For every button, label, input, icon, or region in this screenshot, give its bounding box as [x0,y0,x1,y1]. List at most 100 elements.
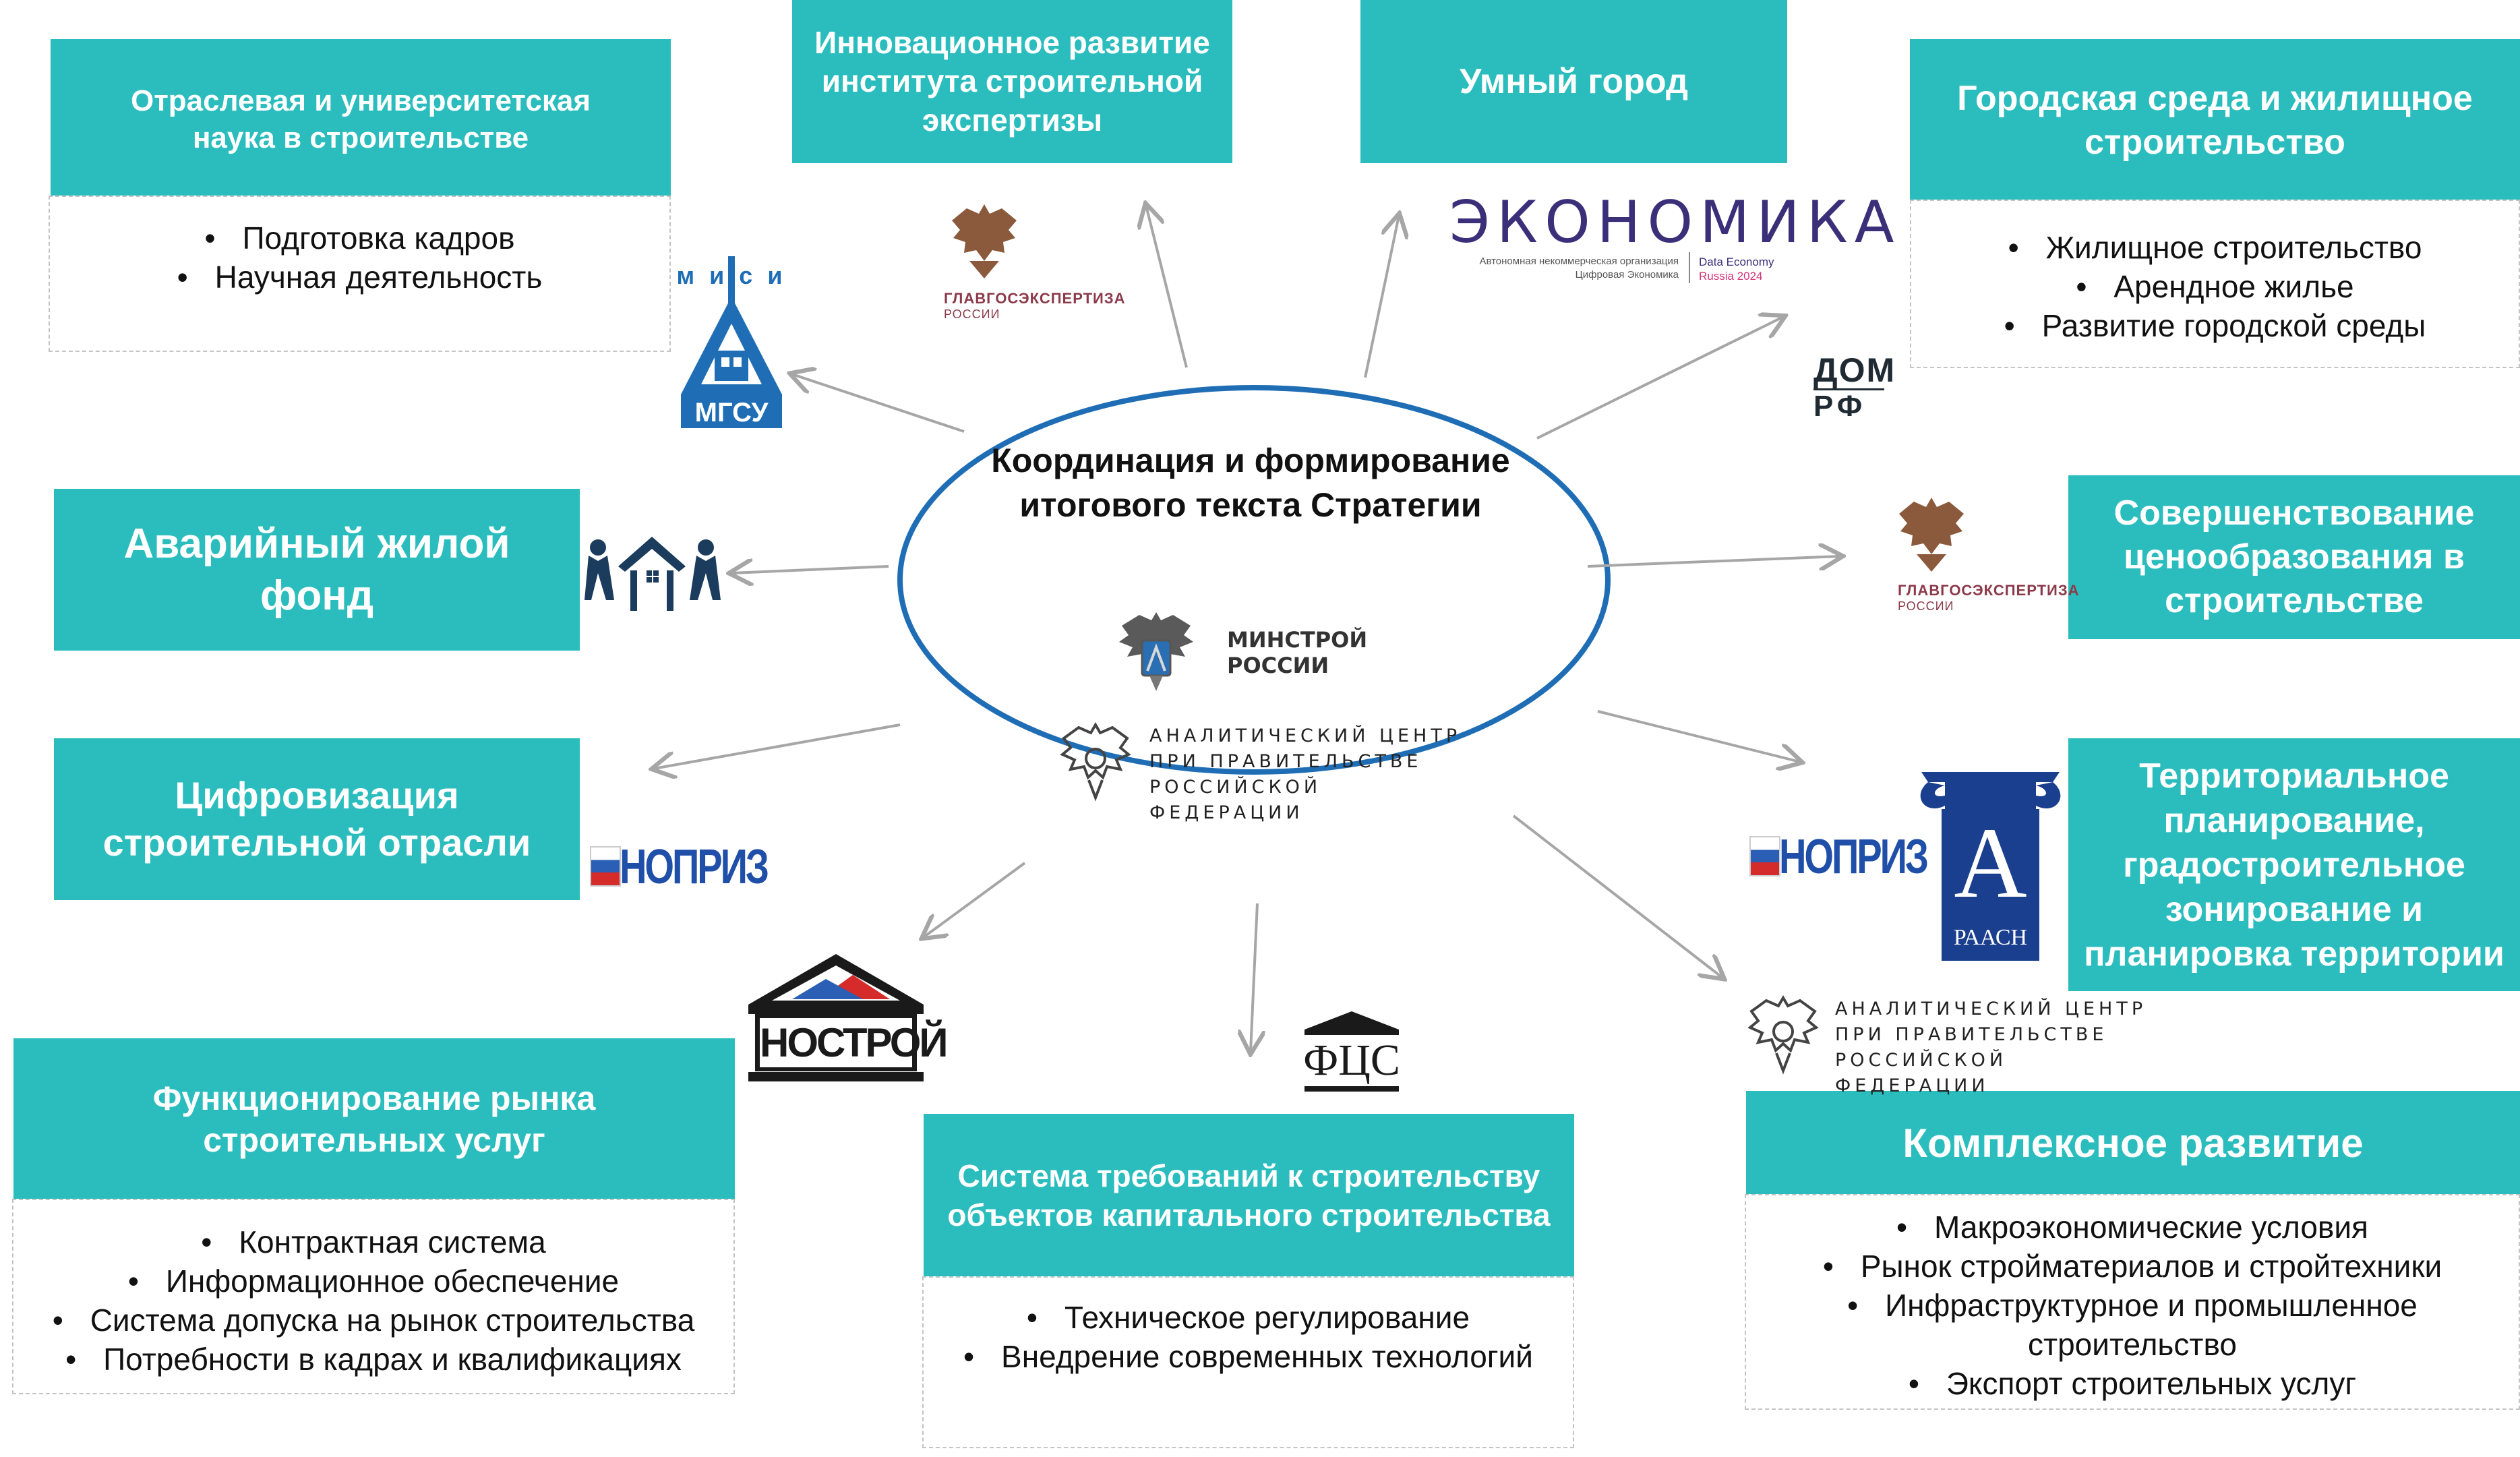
economy-event-1: Data Economy [1699,256,1774,268]
list-item: Экспорт строительных услуг [1746,1364,2519,1403]
smart-city-title-box: Умный город [1360,0,1787,163]
glavgosexpertiza-logo-top: ГЛАВГОСЭКСПЕРТИЗА РОССИИ [937,196,1125,330]
analytic-line-2: ПРИ ПРАВИТЕЛЬСТВЕ [1149,751,1422,772]
nopriz-right-label: НОПРИЗ [1779,830,1929,884]
analytic-line-3: РОССИЙСКОЙ ФЕДЕРАЦИИ [1149,777,1322,823]
nopriz-logo-left: НОПРИЗ [590,839,769,907]
house-triangle-icon [681,256,782,428]
list-item: Потребности в кадрах и квалификациях [13,1340,733,1379]
complex-list: Макроэкономические условия Рынок стройма… [1745,1194,2520,1410]
minstroy-line-2: РОССИИ [1227,653,1329,678]
glavgos-top-line-2: РОССИИ [944,307,1000,321]
digital-title-box: Цифровизация строительной отрасли [54,738,580,900]
expertise-title: Инновационное развитие института строите… [814,24,1210,138]
arrow-to-requirements [1251,903,1257,1052]
list-item: Техническое регулирование [924,1298,1573,1337]
economy-sub-1: Автономная некоммерческая организация [1479,256,1679,267]
double-eagle-icon [1747,995,1819,1075]
arrow-to-market [924,862,1026,937]
mgsu-label: МГСУ [694,398,769,427]
urban-title-box: Городская среда и жилищное строительство [1910,39,2520,202]
analytic-right-line-3: РОССИЙСКОЙ ФЕДЕРАЦИИ [1835,1050,2008,1096]
arrow-to-complex [1512,814,1722,978]
analytic-center-logo-right: АНАЛИТИЧЕСКИЙ ЦЕНТР ПРИ ПРАВИТЕЛЬСТВЕ РО… [1746,991,2151,1096]
requirements-title: Система требований к строительству объек… [947,1158,1551,1232]
arrow-to-digital [654,723,901,769]
list-item: Научная деятельность [50,258,669,297]
science-title-box: Отраслевая и университетская наука в стр… [51,39,671,199]
analytic-line-1: АНАЛИТИЧЕСКИЙ ЦЕНТР [1149,725,1462,746]
raasn-label: РААСН [1953,925,2028,950]
analytic-right-line-1: АНАЛИТИЧЕСКИЙ ЦЕНТР [1835,999,2147,1019]
minstroy-line-1: МИНСТРОЙ [1227,627,1368,653]
list-item: Контрактная система [13,1222,733,1261]
raasn-letter: А [1954,807,2027,919]
minstroy-logo: МИНСТРОЙ РОССИИ [1112,600,1396,701]
building-roof-icon [1304,1011,1399,1092]
fcs-label: ФЦС [1303,1036,1400,1085]
dom-rf-line-2: РФ [1813,390,1867,423]
arrow-to-emergency [731,566,889,573]
arrow-to-pricing [1587,556,1840,566]
market-title-box: Функционирование рынка строительных услу… [13,1038,735,1200]
misi-mgsu-logo: м и с и МГСУ [674,256,789,432]
arrow-to-science [792,374,965,433]
market-title: Функционирование рынка строительных услу… [152,1079,596,1160]
list-item: Подготовка кадров [50,218,669,258]
nopriz-logo-right: НОПРИЗ [1749,829,1929,897]
double-eagle-icon [1119,612,1193,691]
complex-title: Комплексное развитие [1902,1121,2364,1166]
list-item: Система допуска на рынок строительства [13,1301,733,1340]
house-people-icon [584,537,721,611]
science-list: Подготовка кадров Научная деятельность [49,196,671,352]
list-item: Жилищное строительство [1911,228,2519,267]
list-item: Инфраструктурное и промышленное строител… [1746,1286,2519,1364]
economy-event-2: Russia 2024 [1699,270,1763,283]
list-item: Рынок стройматериалов и стройтехники [1746,1247,2519,1286]
nostroy-logo: НОСТРОЙ [745,951,949,1086]
smart-city-title: Умный город [1459,61,1689,101]
eagle-emblem-icon [952,204,1017,278]
list-item: Арендное жилье [1911,267,2519,306]
arrow-to-smart-city [1364,216,1399,378]
dom-rf-logo: ДОМ РФ [1813,351,1894,425]
arrow-to-territorial [1597,710,1800,762]
territorial-title: Территориальное планирование, градострои… [2084,756,2504,974]
glavgos-right-line-2: РОССИИ [1898,599,1954,613]
housing-fund-logo [583,526,721,620]
nopriz-left-label: НОПРИЗ [620,840,769,894]
list-item: Макроэкономические условия [1746,1208,2519,1247]
analytic-right-line-2: ПРИ ПРАВИТЕЛЬСТВЕ [1835,1024,2108,1045]
list-item: Информационное обеспечение [13,1261,733,1301]
center-ellipse [897,385,1611,775]
urban-title: Городская среда и жилищное строительство [1957,79,2473,162]
digital-title: Цифровизация строительной отрасли [102,774,531,864]
building-pediment-icon [748,954,924,1081]
double-eagle-icon [1060,722,1131,802]
urban-list: Жилищное строительство Арендное жилье Ра… [1910,200,2520,368]
economy-logo: ЭКОНОМИКА Автономная некоммерческая орга… [1429,189,1894,290]
dom-rf-line-1: ДОМ [1813,351,1896,389]
arrow-to-urban [1536,317,1783,440]
list-item: Развитие городской среды [1911,306,2519,345]
emergency-title-box: Аварийный жилой фонд [54,489,580,651]
list-item: Внедрение современных технологий [924,1337,1573,1376]
science-title: Отраслевая и университетская наука в стр… [130,84,591,154]
raasn-logo: А РААСН [1918,769,2063,964]
glavgosexpertiza-logo-right: ГЛАВГОСЭКСПЕРТИЗА РОССИИ [1884,489,2079,624]
nostroy-label: НОСТРОЙ [760,1020,949,1065]
center-title: Координация и формирование итогового тек… [991,442,1510,524]
economy-sub-2: Цифровая Экономика [1575,269,1679,280]
arrow-to-expertise [1146,206,1188,368]
expertise-title-box: Инновационное развитие института строите… [792,0,1232,163]
economy-word: ЭКОНОМИКА [1449,189,1901,256]
market-list: Контрактная система Информационное обесп… [12,1199,735,1394]
complex-title-box: Комплексное развитие [1746,1091,2520,1195]
analytic-center-logo: АНАЛИТИЧЕСКИЙ ЦЕНТР ПРИ ПРАВИТЕЛЬСТВЕ РО… [1058,718,1463,823]
glavgos-right-line-1: ГЛАВГОСЭКСПЕРТИЗА [1898,582,2080,599]
territorial-title-box: Территориальное планирование, градострои… [2068,738,2520,991]
eagle-emblem-icon [1899,498,1964,572]
column-capital-icon [1920,772,2061,961]
fcs-logo: ФЦС [1298,1008,1406,1096]
